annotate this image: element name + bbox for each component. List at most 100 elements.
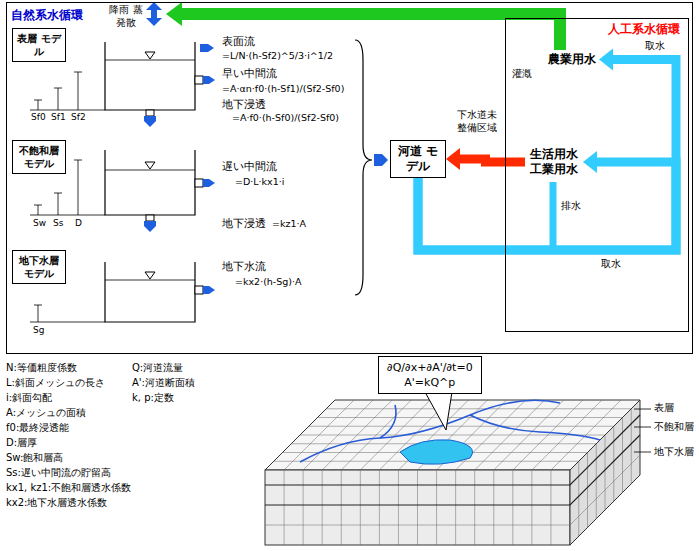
heading: 自然系水循環 <box>11 7 83 24</box>
flow-formula: =D·L·kx1·i <box>235 176 284 188</box>
grid <box>265 400 640 545</box>
symbol-definition: kx2:地下水層透水係数 <box>6 497 107 510</box>
grid-line <box>322 470 323 545</box>
grid-line <box>493 470 494 545</box>
symbol-definition: N:等価粗度係数 <box>6 362 77 375</box>
flow-formula: =kx2·(h-Sg)·A <box>235 276 302 288</box>
grid-line <box>512 470 513 545</box>
node-text: 生活用水 工業用水 <box>528 147 580 177</box>
flow-arrow <box>203 179 215 187</box>
river-line <box>470 415 600 440</box>
height-symbol: Sf1 <box>51 112 66 123</box>
water-use: 生活用水 工業用水 <box>525 145 583 179</box>
rain-label: 降雨 蒸発散 <box>108 4 144 29</box>
edge-label: 取水 <box>600 257 622 270</box>
flow-connector <box>418 49 676 251</box>
node-text: 地下水層 モデル <box>15 254 63 280</box>
symbol-definition: kx1, kz1:不飽和層透水係数 <box>6 482 131 495</box>
equation-callout: ∂Q/∂x+∂A'/∂t=0A'=kQ^p <box>378 356 482 394</box>
symbol-definition: k, p:定数 <box>132 392 174 405</box>
symbol-definition: A':河道断面積 <box>132 377 195 390</box>
grid-line <box>578 461 579 536</box>
water-mark <box>145 52 155 59</box>
flow-formula: =A·αn·f0·(h-Sf1)/(Sf2-Sf0) <box>222 83 344 95</box>
grid-line <box>570 455 640 525</box>
flow-name: 地下浸透 <box>222 98 266 112</box>
grid-line <box>531 470 532 545</box>
river-model-box: 河道 モデル <box>390 140 446 178</box>
grid-line <box>613 426 614 501</box>
height-symbol: D <box>75 218 82 229</box>
grid-line <box>455 470 456 545</box>
flow-formula: =kz1·A <box>272 218 306 230</box>
symbol-definition: f0:最終浸透能 <box>6 422 69 435</box>
flow-name: 表面流 <box>222 35 255 49</box>
water-body <box>400 440 473 465</box>
flow-name: 地下浸透 <box>222 217 266 231</box>
grid-line <box>341 470 342 545</box>
flow-label: 取水 <box>645 40 665 53</box>
flow-arrow <box>203 286 215 294</box>
grid-line <box>398 470 399 545</box>
height-symbol: Sg <box>33 325 44 336</box>
flow-label: 灌漑 <box>512 68 532 81</box>
block-front <box>265 470 570 545</box>
brace <box>355 40 372 295</box>
layer-label: 地下水層 <box>654 446 694 459</box>
tank <box>105 42 195 110</box>
grid-line <box>605 435 606 510</box>
grid-line <box>300 435 605 436</box>
flow-arrow <box>200 44 214 52</box>
arrowhead <box>446 148 460 170</box>
river-line <box>380 405 396 438</box>
tank <box>105 262 195 322</box>
node-text: 不飽和層 モデル <box>15 144 63 170</box>
model-label: 表層 モデル <box>12 28 66 62</box>
flow-arrow <box>144 116 156 127</box>
double-arrow <box>146 2 162 26</box>
arrowhead <box>599 49 613 71</box>
flow-arrow <box>374 154 388 166</box>
grid-line <box>284 470 285 545</box>
flow-arrow <box>203 76 215 84</box>
grid-line <box>596 444 597 519</box>
flow-formula: =L/N·(h-Sf2)^5/3·i^1/2 <box>222 50 333 62</box>
grid-line <box>417 470 418 545</box>
layer-line <box>265 415 640 505</box>
model-label: 地下水層 モデル <box>12 250 66 284</box>
edge-label: 下水道未整備区域 <box>452 108 502 134</box>
layer-label: 不飽和層 <box>654 421 694 434</box>
height-symbol: Sw <box>33 218 46 229</box>
height-symbol: Ss <box>53 218 63 229</box>
arrowhead <box>583 151 597 173</box>
flow-connector <box>446 148 525 170</box>
node-text: ∂Q/∂x+∂A'/∂t=0 <box>387 360 473 375</box>
water-mark <box>145 162 155 169</box>
symbol-definition: A:メッシュの面積 <box>6 407 86 420</box>
flow-name: 地下水流 <box>222 260 266 274</box>
pipe <box>146 215 154 221</box>
height-symbol: Sf0 <box>31 112 46 123</box>
artificial-cycle-box: 人工系水循環農業用水生活用水 工業用水 <box>505 18 689 332</box>
green-arrow <box>166 2 566 50</box>
flow-arrow <box>144 221 156 232</box>
symbol-definition: Q:河道流量 <box>132 362 183 375</box>
symbol-definition: Ss:遅い中間流の貯留高 <box>6 467 111 480</box>
grid-line <box>436 470 437 545</box>
drain-line <box>550 182 557 246</box>
water-use: 農業用水 <box>545 50 599 69</box>
node-text: 農業用水 <box>548 52 596 67</box>
tank <box>105 150 195 215</box>
node-text: 河道 モデル <box>394 144 442 174</box>
grid-line <box>303 470 304 545</box>
symbol-definition: i:斜面勾配 <box>6 392 52 405</box>
grid-line <box>631 409 632 484</box>
grid-line <box>379 470 380 545</box>
grid-line <box>550 470 551 545</box>
layer-label: 表層 <box>654 402 674 415</box>
node-text: A'=kQ^p <box>387 375 473 390</box>
connector-line <box>458 159 525 162</box>
symbol-definition: Sw:飽和層高 <box>6 452 63 465</box>
flow-formula: =A·f0·(h-Sf0)/(Sf2-Sf0) <box>232 112 339 124</box>
flow-name: 遅い中間流 <box>222 160 277 174</box>
